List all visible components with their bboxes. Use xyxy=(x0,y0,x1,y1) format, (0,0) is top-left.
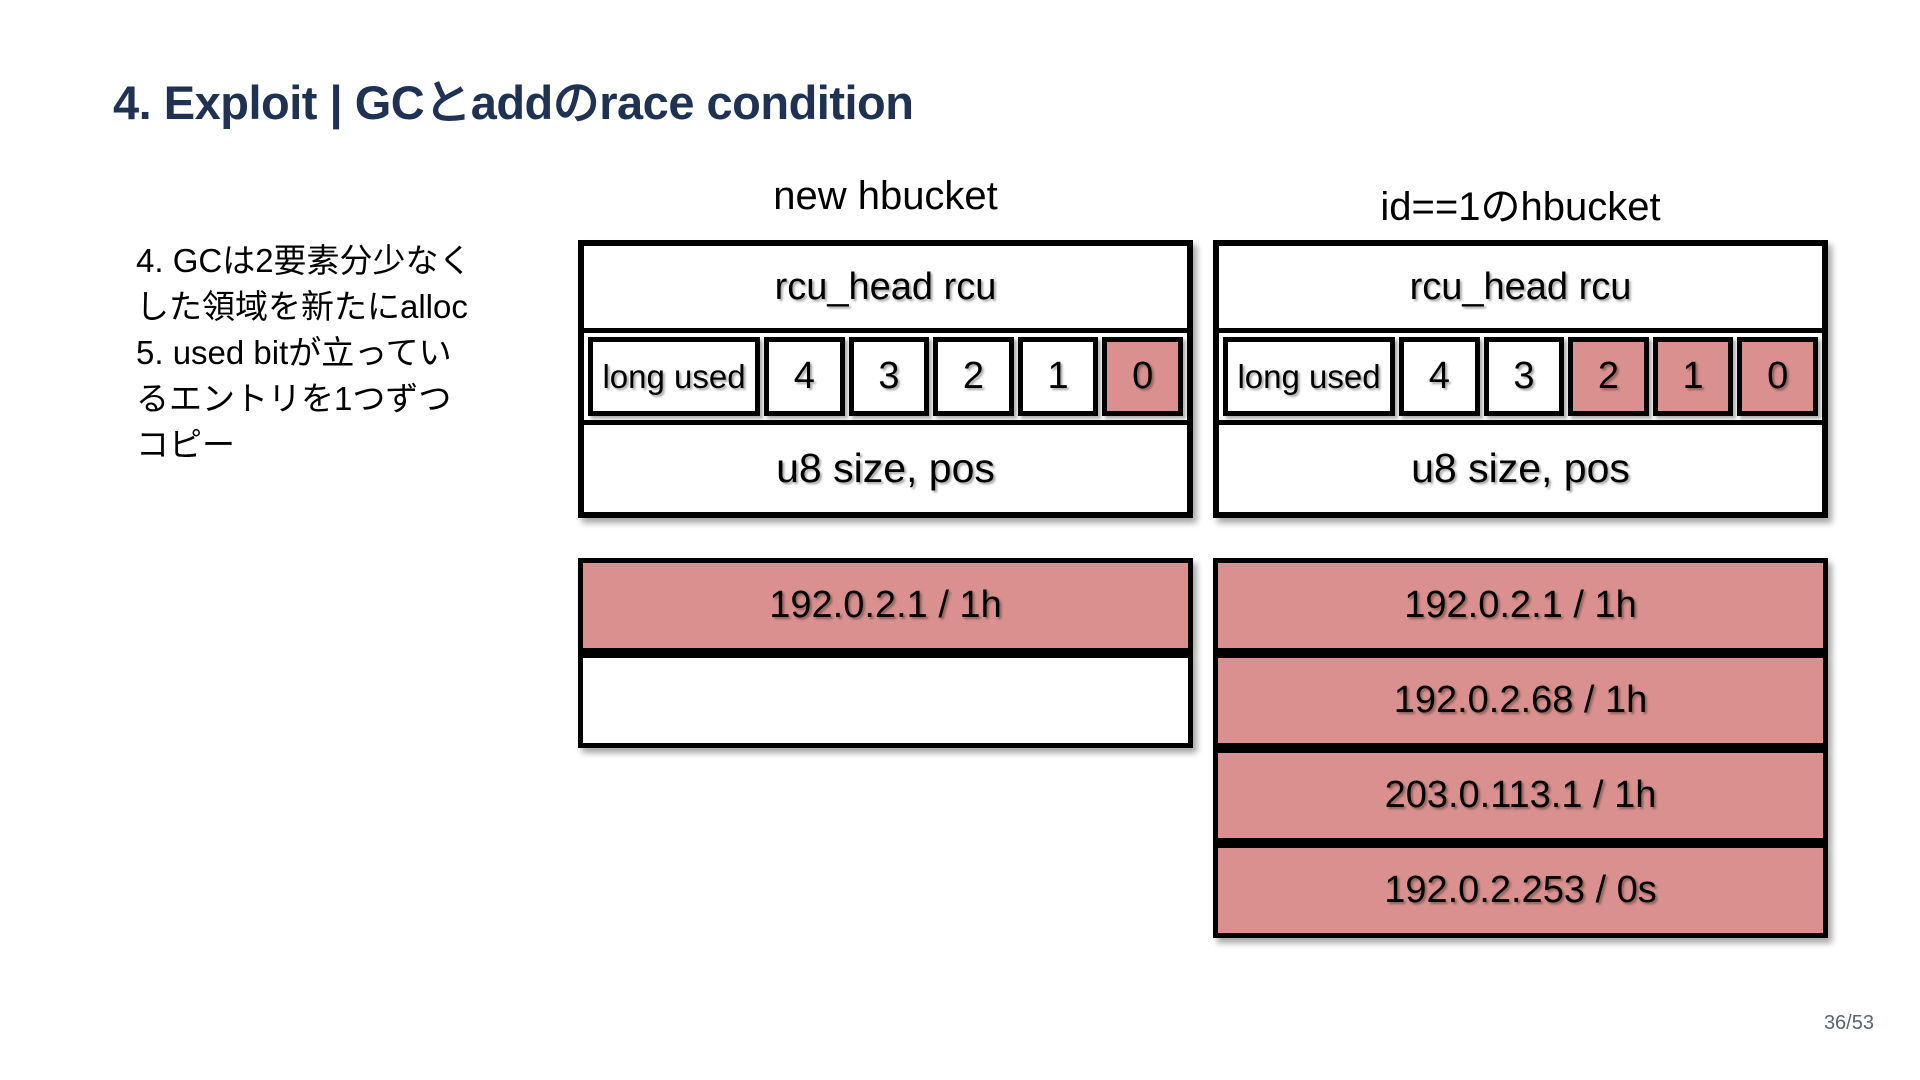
bucket-title-new: new hbucket xyxy=(773,174,998,218)
hbucket-struct-new: rcu_head rcu long used 4 3 2 1 0 u8 size… xyxy=(578,240,1193,518)
entry-row: 192.0.2.1 / 1h xyxy=(1213,558,1828,653)
hbucket-struct-id1: rcu_head rcu long used 4 3 2 1 0 u8 size… xyxy=(1213,240,1828,518)
note-line: 4. GCは2要素分少なく xyxy=(136,242,472,279)
entry-row: 192.0.2.1 / 1h xyxy=(578,558,1193,653)
step-notes: 4. GCは2要素分少なく した領域を新たにalloc 5. used bitが… xyxy=(136,238,472,468)
size-pos-row: u8 size, pos xyxy=(776,445,995,491)
long-used-cell: long used xyxy=(1223,337,1395,416)
entry-row-empty xyxy=(578,653,1193,748)
rcu-head-row: rcu_head rcu xyxy=(1219,246,1822,333)
bit-cell-1: 1 xyxy=(1652,337,1734,416)
bit-cell-0: 0 xyxy=(1102,337,1183,416)
bit-cell-3: 3 xyxy=(1483,337,1565,416)
bit-cell-1: 1 xyxy=(1017,337,1099,416)
long-used-cell: long used xyxy=(588,337,760,416)
bit-cell-3: 3 xyxy=(848,337,930,416)
bit-cell-4: 4 xyxy=(1399,337,1480,416)
bit-cell-2: 2 xyxy=(1568,337,1649,416)
entry-row: 192.0.2.253 / 0s xyxy=(1213,843,1828,938)
bit-cell-2: 2 xyxy=(933,337,1014,416)
note-line: コピー xyxy=(136,426,235,463)
note-line: るエントリを1つずつ xyxy=(136,380,452,417)
entry-list-id1: 192.0.2.1 / 1h 192.0.2.68 / 1h 203.0.113… xyxy=(1213,558,1828,938)
entry-row: 203.0.113.1 / 1h xyxy=(1213,748,1828,843)
used-bits-row: long used 4 3 2 1 0 xyxy=(584,333,1187,425)
rcu-head-row: rcu_head rcu xyxy=(584,246,1187,333)
entry-list-new: 192.0.2.1 / 1h xyxy=(578,558,1193,748)
size-pos-row: u8 size, pos xyxy=(1411,445,1630,491)
page-number: 36/53 xyxy=(1823,1012,1874,1034)
entry-row: 192.0.2.68 / 1h xyxy=(1213,653,1828,748)
bit-cell-0: 0 xyxy=(1737,337,1818,416)
bucket-title-id1: id==1のhbucket xyxy=(1380,185,1661,229)
note-line: した領域を新たにalloc xyxy=(136,288,468,325)
note-line: 5. used bitが立ってい xyxy=(136,334,452,371)
bit-cell-4: 4 xyxy=(764,337,845,416)
page-title: 4. Exploit | GCとaddのrace condition xyxy=(113,76,914,129)
used-bits-row: long used 4 3 2 1 0 xyxy=(1219,333,1822,425)
